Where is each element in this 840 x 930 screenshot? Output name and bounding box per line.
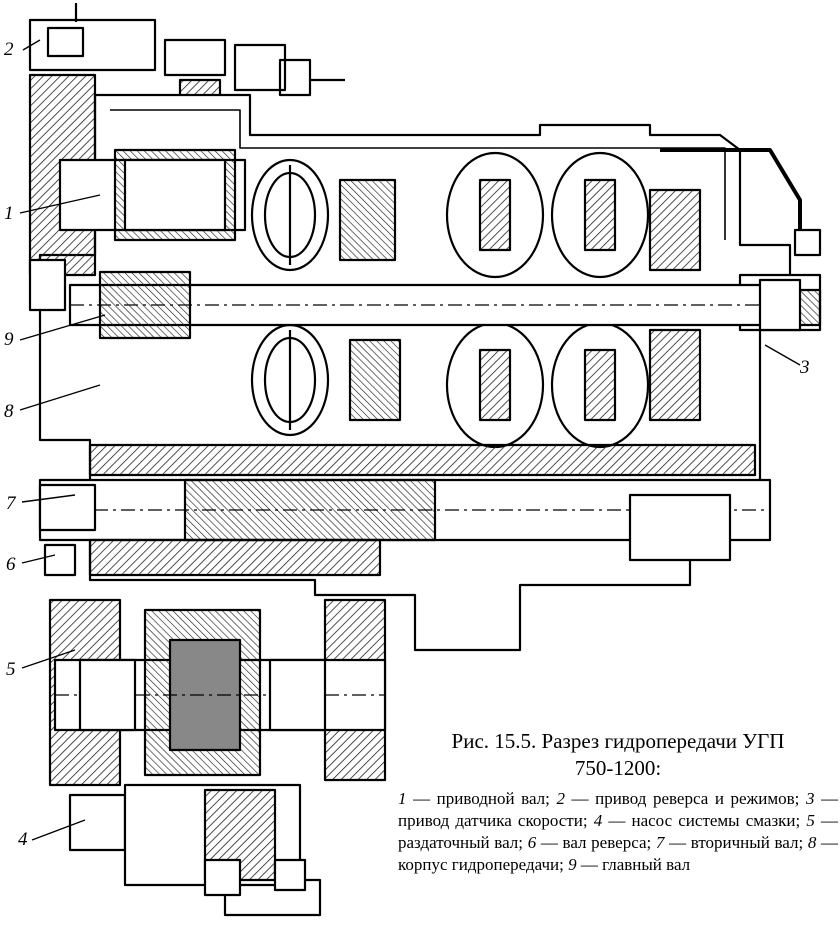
figure-title-line2: 750-1200: (574, 756, 662, 780)
callout-6: 6 (6, 554, 16, 575)
figure-title-line1: Рис. 15.5. Разрез гидропередачи УГП (451, 729, 785, 753)
legend-item: 5 — раздаточный вал; (398, 811, 839, 852)
legend-item: 4 — насос системы смазки; (593, 811, 801, 830)
callout-2: 2 (4, 39, 14, 60)
legend-item: 7 — вторичный вал; (655, 833, 804, 852)
legend-item: 8 — корпус гидропередачи; (398, 833, 839, 874)
legend-item: 6 — вал реверса; (527, 833, 652, 852)
callout-8: 8 (4, 401, 14, 422)
figure-caption: Рис. 15.5. Разрез гидропередачи УГП 750-… (398, 728, 838, 876)
callout-1: 1 (4, 203, 14, 224)
callout-5: 5 (6, 659, 16, 680)
callout-3: 3 (800, 357, 810, 378)
legend-item: 1 — приводной вал; (398, 789, 550, 808)
callout-7: 7 (6, 493, 16, 514)
figure-legend: 1 — приводной вал; 2 — привод реверса и … (398, 788, 838, 876)
callout-9: 9 (4, 329, 14, 350)
legend-item: 3 — привод датчика скорости; (398, 789, 839, 830)
figure-title: Рис. 15.5. Разрез гидропередачи УГП 750-… (398, 728, 838, 782)
legend-item: 9 — главный вал (568, 855, 691, 874)
callout-4: 4 (18, 829, 28, 850)
legend-item: 2 — привод реверса и режимов; (556, 789, 800, 808)
